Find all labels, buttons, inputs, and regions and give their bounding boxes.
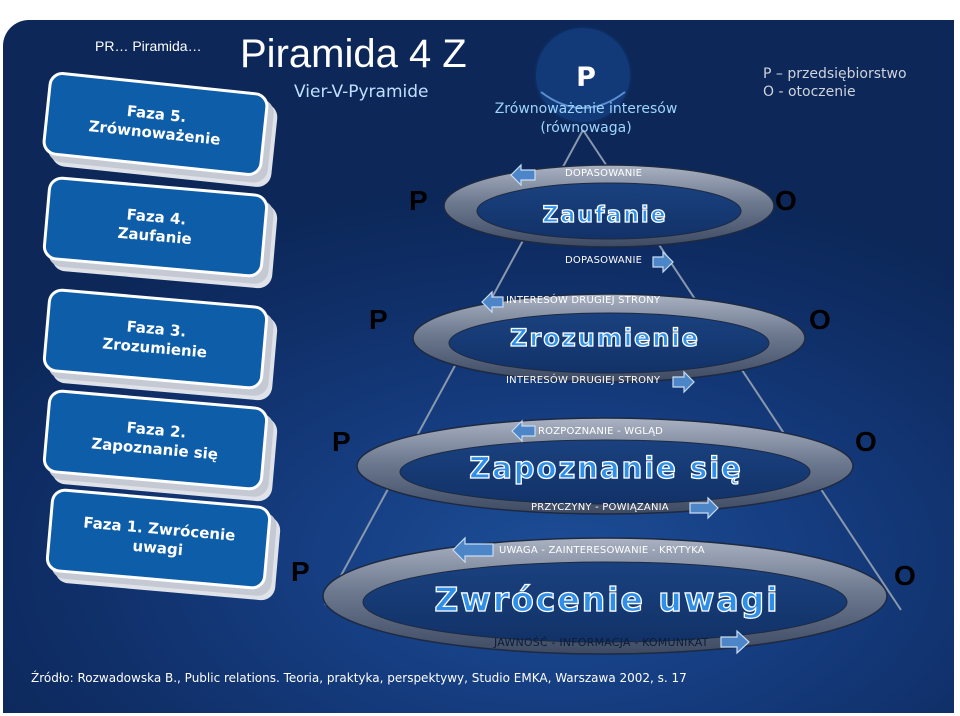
phase-2-line2: Zapoznanie się: [90, 434, 219, 464]
page-title: Piramida 4 Z: [240, 32, 467, 76]
ring-1-bottom-label: DOPASOWANIE: [565, 255, 643, 266]
top-caption-line1: Zrównoważenie interesów: [494, 101, 678, 117]
ring-zrozumienie-shape: [412, 293, 806, 383]
arrow-left-4: [452, 536, 494, 564]
arrow-left-3: [511, 419, 536, 443]
ring-3-name: Zapoznanie się: [469, 451, 743, 485]
ring-1-left-letter: P: [409, 185, 428, 216]
ring-4-top-label: UWAGA - ZAINTERESOWANIE - KRYTYKA: [499, 545, 705, 556]
arrow-right-4: [720, 629, 750, 655]
legend-o: O - otoczenie: [763, 84, 856, 100]
ring-2-top-label: INTERESÓW DRUGIEJ STRONY: [506, 295, 661, 306]
phase-card-4: Faza 4. Zaufanie: [41, 175, 270, 279]
slide: PR… Piramida… Piramida 4 Z Vier-V-Pyrami…: [3, 20, 954, 713]
arrow-right-3: [689, 496, 719, 520]
phase-3-line2: Zrozumienie: [101, 334, 208, 362]
ring-3-top-label: ROZPOZNANIE - WGLĄD: [538, 426, 664, 437]
ring-4-bottom-label: JAWNOŚĆ - INFORMACJA - KOMUNIKAT: [494, 636, 709, 649]
top-caption-line2: (równowaga): [540, 120, 632, 136]
phase-card-1: Faza 1. Zwrócenie uwagi: [44, 487, 273, 591]
legend-p: P – przedsiębiorstwo: [763, 66, 907, 82]
ring-4-right-letter: O: [894, 560, 916, 591]
source-note: Źródło: Rozwadowska B., Public relations…: [31, 671, 687, 685]
arrow-right-2: [672, 370, 695, 394]
top-circle-letter: P: [576, 62, 596, 93]
breadcrumb: PR… Piramida…: [95, 38, 202, 54]
ring-1-right-letter: O: [775, 185, 797, 216]
ring-3-bottom-label: PRZYCZYNY - POWIĄZANIA: [531, 502, 669, 513]
arrow-left-2: [481, 290, 504, 314]
phase-card-3: Faza 3. Zrozumienie: [41, 287, 270, 391]
ring-3-left-letter: P: [332, 426, 351, 457]
phase-card-2: Faza 2. Zapoznanie się: [41, 388, 270, 492]
ring-1-name: Zaufanie: [542, 203, 667, 228]
arrow-left-1: [510, 163, 536, 187]
ring-1-top-label: DOPASOWANIE: [565, 168, 643, 179]
phase-card-5: Faza 5. Zrównoważenie: [41, 70, 270, 178]
ring-2-bottom-label: INTERESÓW DRUGIEJ STRONY: [506, 375, 661, 386]
ring-2-left-letter: P: [369, 304, 388, 335]
ring-4-name: Zwrócenie uwagi: [434, 580, 779, 619]
ring-3-right-letter: O: [855, 426, 877, 457]
ring-2-name: Zrozumienie: [510, 324, 700, 352]
ring-4-left-letter: P: [291, 556, 310, 587]
arrow-right-1: [652, 250, 674, 274]
ring-2-right-letter: O: [809, 304, 831, 335]
arrows: [452, 163, 750, 655]
phase-1-line2: uwagi: [131, 536, 184, 560]
top-circle-caption: Zrównoważenie interesów (równowaga): [486, 100, 686, 138]
page-subtitle: Vier-V-Pyramide: [294, 82, 429, 102]
